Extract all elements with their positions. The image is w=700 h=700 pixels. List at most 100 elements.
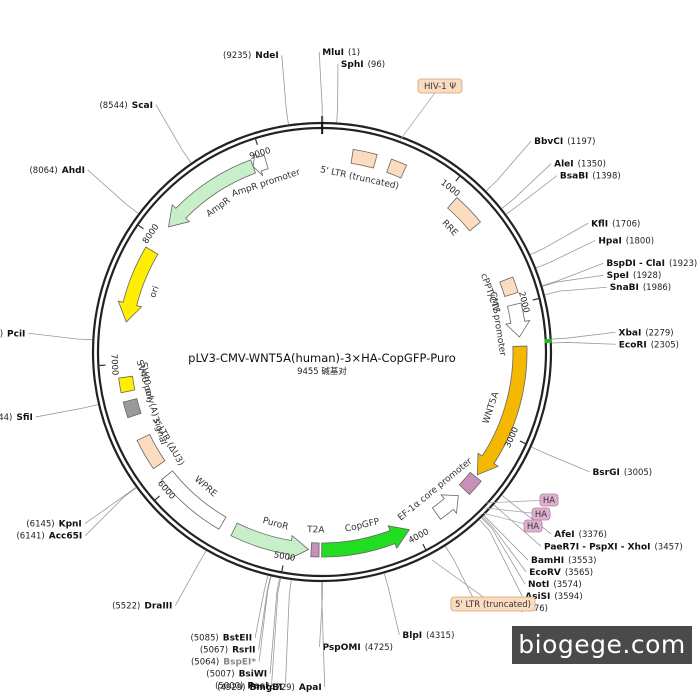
site-pos-BspDI: (1923): [669, 259, 697, 269]
site-BsiWI: BsiWI(5007): [206, 670, 267, 680]
site-BsrGI: BsrGI(3005): [592, 468, 652, 478]
site-PaeR7I: PaeR7I - PspXI - XhoI(3457): [544, 542, 683, 552]
site-pos-NotI: (3574): [553, 580, 581, 590]
tick-6000: [153, 495, 160, 502]
site-pos-AhdI: (8064): [29, 166, 57, 176]
watermark-logo: biogege.com: [512, 626, 692, 664]
site-BstEII: BstEII(5085): [190, 634, 252, 644]
site-name-BsiWI: BsiWI: [239, 670, 268, 680]
site-name-AhdI: AhdI: [62, 166, 85, 176]
site-pos-EcoRV: (3565): [565, 568, 593, 578]
site-name-PciI: PciI: [7, 329, 25, 339]
site-AleI: AleI(1350): [554, 160, 606, 170]
site-leader-EcoRI: [551, 342, 616, 345]
site-NdeI: NdeI(9235): [223, 51, 279, 61]
feature-wnt5a: [476, 345, 528, 476]
feature-label-puror: PuroR: [261, 516, 289, 533]
site-name-BlpI: BlpI: [402, 631, 422, 641]
site-pos-ScaI: (8544): [99, 101, 127, 111]
site-pos-BmgBI: (4929): [217, 683, 245, 693]
site-NotI: NotI (3574): [528, 580, 582, 590]
site-AhdI: AhdI (8064): [29, 166, 84, 176]
site-leader-BsiWI: [269, 577, 280, 674]
site-BspDI: BspDI - ClaI(1923): [606, 259, 697, 269]
site-name-AfeI: AfeI: [554, 530, 574, 540]
feature-puror: [230, 522, 310, 560]
feature-psi: [386, 158, 408, 179]
site-pos-PasI: (5000): [215, 682, 243, 692]
site-name-NotI: NotI: [528, 580, 549, 590]
site-name-SpeI: SpeI: [607, 271, 629, 281]
site-pos-EcoRI: (2305): [651, 340, 679, 350]
tag-label-ha1: HA: [543, 496, 555, 506]
site-name-DraIII: DraIII: [144, 602, 172, 612]
site-leader-AleI: [501, 163, 552, 209]
site-leader-PaeR7I: [493, 504, 542, 547]
site-pos-DraIII: (5522): [112, 602, 140, 612]
site-Acc65I: Acc65I(6141): [16, 532, 82, 542]
tag-leader-ha1: [484, 499, 550, 504]
site-pos-SphI: (96): [368, 60, 385, 70]
site-leader-BspEI: [258, 576, 272, 662]
site-pos-BstEII: (5085): [190, 634, 218, 644]
site-pos-PspOMI: (4725): [365, 643, 393, 653]
site-name-KpnI: KpnI: [59, 520, 82, 530]
site-KpnI: KpnI (6145): [26, 520, 81, 530]
feature-ef1a: [431, 494, 459, 520]
feature-ha: [458, 471, 482, 496]
tick-5000: [281, 565, 284, 573]
site-leader-MluI: [318, 51, 323, 123]
site-pos-HpaI: (1800): [626, 236, 654, 246]
site-PspOMI: PspOMI (4725): [322, 643, 392, 653]
site-leader-PasI: [271, 578, 281, 686]
site-pos-RsrII: (5067): [200, 646, 228, 656]
plasmid-name: pLV3-CMV-WNT5A(human)-3×HA-CopGFP-Puro: [188, 351, 456, 365]
site-leader-Acc65I: [84, 487, 137, 536]
site-SfiI: SfiI (6744): [0, 413, 33, 423]
site-name-BspEI: BspEI*: [223, 658, 256, 668]
site-pos-BsaBI: (1398): [592, 172, 620, 182]
feature-label-sv40pa: SV40 poly(A) signal: [134, 359, 168, 446]
site-BmgBI: BmgBI(4929): [217, 683, 282, 693]
site-name-PspOMI: PspOMI: [322, 643, 360, 653]
site-name-SphI: SphI: [341, 60, 364, 70]
tick-1000: [455, 175, 461, 182]
site-leader-BamHI: [483, 515, 529, 561]
feature-cmv: [505, 302, 531, 338]
site-pos-SnaBI: (1986): [643, 283, 671, 293]
site-SphI: SphI (96): [341, 60, 385, 70]
feature-sv40ori: [118, 375, 136, 394]
site-leader-ScaI: [155, 104, 192, 164]
backbone-ring: [91, 115, 553, 583]
site-MluI: MluI(1): [322, 48, 360, 58]
site-pos-ApaI: (4729): [267, 683, 295, 693]
site-leader-NotI: [481, 517, 526, 585]
site-name-PasI: PasI: [247, 682, 268, 692]
site-leader-BsrGI: [531, 446, 590, 473]
site-name-SfiI: SfiI: [16, 413, 33, 423]
site-leader-BmgBI: [284, 579, 292, 688]
site-leader-BstEII: [254, 575, 269, 638]
tick-3000: [519, 440, 527, 445]
plasmid-size: 9455 碱基对: [297, 366, 347, 377]
site-leader-SnaBI: [544, 286, 607, 296]
site-name-KflI: KflI: [591, 219, 608, 229]
site-name-EcoRV: EcoRV: [529, 568, 561, 578]
site-pos-Acc65I: (6141): [16, 532, 44, 542]
feature-ori: [117, 246, 159, 323]
tag-label-ltr5b: 5' LTR (truncated): [455, 600, 531, 610]
site-leader-SpeI: [542, 274, 604, 287]
site-KflI: KflI(1706): [591, 219, 640, 229]
site-name-AleI: AleI: [554, 160, 574, 170]
site-leader-SphI: [336, 63, 339, 123]
site-name-ScaI: ScaI: [132, 101, 153, 111]
site-AsiSI: AsiSI(3594): [525, 592, 583, 602]
site-leader-HpaI: [535, 239, 596, 269]
site-leader-SfiI: [35, 404, 99, 418]
site-leader-NdeI: [281, 55, 289, 125]
site-pos-SfiI: (6744): [0, 413, 12, 423]
site-pos-KpnI: (6145): [26, 520, 54, 530]
site-BsaBI: BsaBI(1398): [560, 172, 621, 182]
tag-leader-hiv-psi: [399, 85, 441, 141]
site-BspEI: BspEI*(5064): [191, 658, 256, 668]
